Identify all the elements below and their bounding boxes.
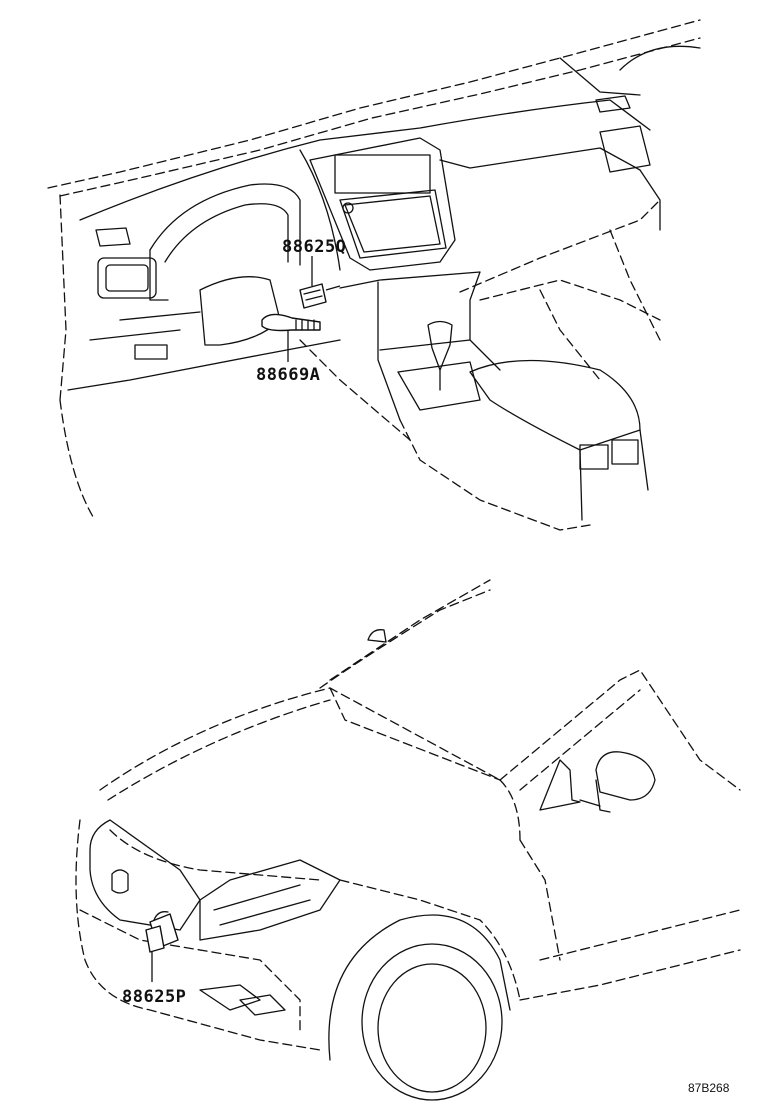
dashboard-illustration: [47, 19, 701, 531]
callout-label-88669a: 88669A: [256, 365, 320, 385]
front-exterior-illustration: [75, 579, 741, 1101]
callout-label-88625q: 88625Q: [282, 237, 346, 257]
callout-label-88625p: 88625P: [122, 987, 186, 1007]
hose-part-88669a: [261, 313, 321, 332]
figure-code: 87B268: [688, 1081, 730, 1095]
